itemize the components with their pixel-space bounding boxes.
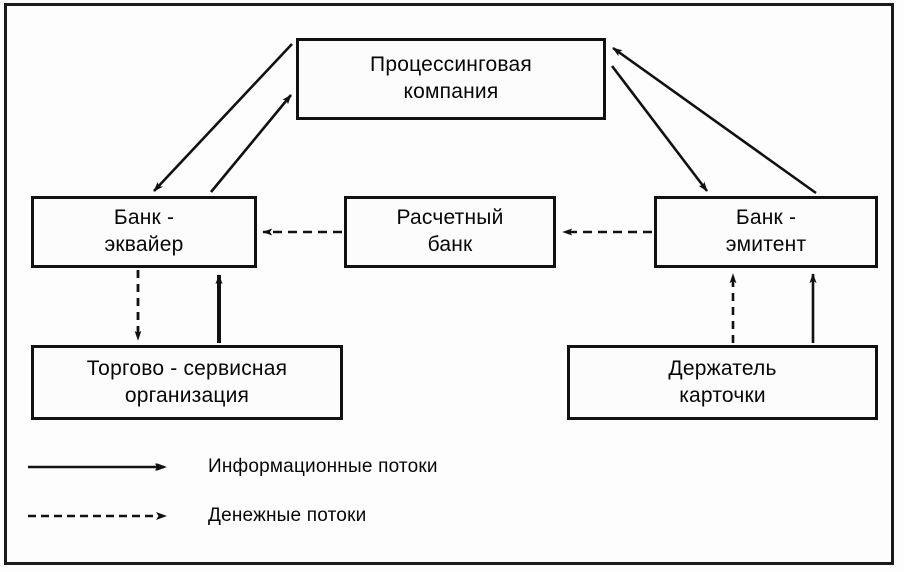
node-merchant-organization-label: Торгово - сервисная организация — [86, 356, 288, 407]
legend-item-information-flows: Информационные потоки — [28, 456, 438, 478]
node-issuer-bank-label: Банк - эмитент — [725, 206, 807, 256]
node-processing-company[interactable]: Процессинговая компания — [296, 38, 606, 120]
node-cardholder[interactable]: Держатель карточки — [567, 345, 878, 420]
node-settlement-bank-label: Расчетный банк — [396, 206, 504, 256]
node-acquirer-bank-label: Банк - эквайер — [104, 206, 184, 256]
node-processing-company-label: Процессинговая компания — [370, 53, 532, 103]
legend-money-flows-label: Денежные потоки — [208, 505, 367, 526]
node-acquirer-bank[interactable]: Банк - эквайер — [31, 196, 257, 268]
node-merchant-organization[interactable]: Торгово - сервисная организация — [31, 345, 343, 420]
legend-information-flows-label: Информационные потоки — [208, 456, 438, 477]
node-cardholder-label: Держатель карточки — [668, 356, 777, 407]
node-issuer-bank[interactable]: Банк - эмитент — [654, 196, 878, 268]
node-settlement-bank[interactable]: Расчетный банк — [344, 196, 556, 268]
legend-item-money-flows: Денежные потоки — [28, 505, 366, 527]
legend-dashed-arrow-icon — [28, 505, 174, 527]
legend-solid-arrow-icon — [28, 456, 174, 478]
